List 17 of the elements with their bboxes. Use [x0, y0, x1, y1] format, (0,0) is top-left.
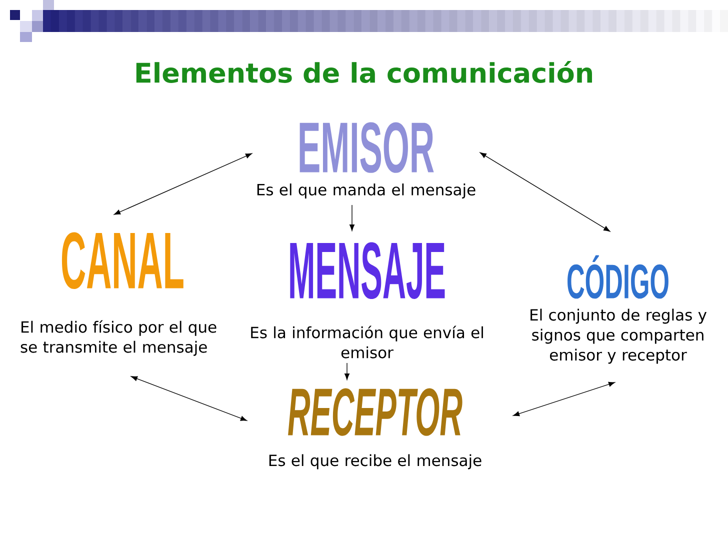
description-text: Es el que manda el mensaje — [257, 184, 476, 199]
word-art-heading: MENSAJE — [290, 242, 445, 299]
double-headed-arrow — [480, 152, 610, 232]
description-text: El medio físico por el que se transmite el mensaje — [20, 320, 216, 356]
word-art-heading: EMISOR — [300, 122, 434, 173]
title: Elementos de la comunicación — [136, 61, 592, 83]
description-text: Es la información que envía el emisor — [251, 326, 483, 358]
description-text: El conjunto de reglas y signos que comparten emisor y receptor — [530, 308, 707, 364]
double-headed-arrow — [114, 153, 252, 215]
word-art-heading: RECEPTOR — [288, 388, 462, 436]
arrow — [350, 204, 354, 231]
double-headed-arrow — [131, 376, 247, 421]
description-text: Es el que recibe el mensaje — [269, 454, 482, 470]
word-art-heading: CÓDIGO — [568, 255, 668, 299]
word-art-heading: CANAL — [62, 232, 184, 289]
double-headed-arrow — [513, 382, 615, 416]
arrow — [344, 362, 350, 380]
